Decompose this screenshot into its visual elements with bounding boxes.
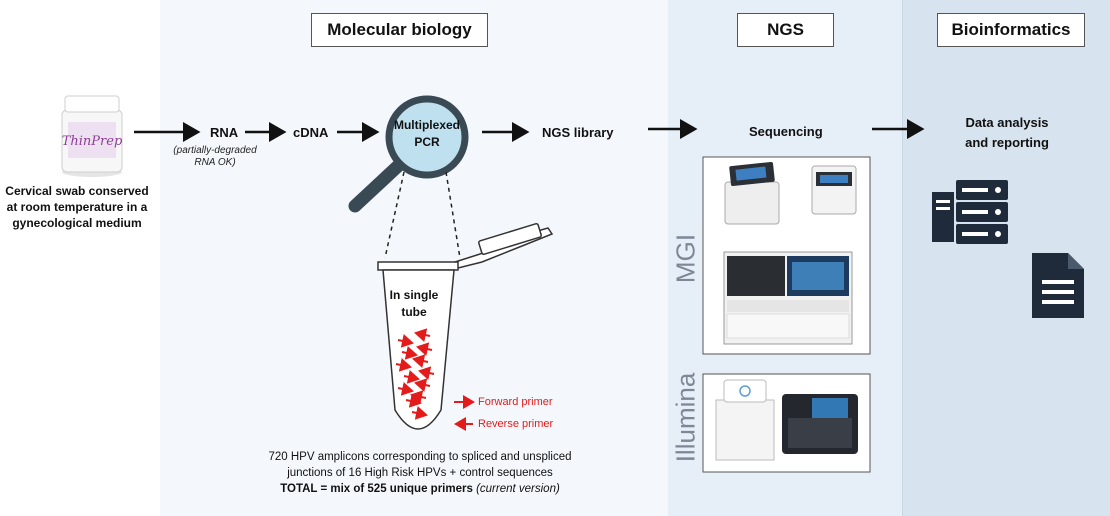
step-rna: RNA <box>210 125 239 140</box>
bottle-brand-text: ThinPrep <box>62 134 123 149</box>
sample-line-1: Cervical swab conserved <box>5 184 149 198</box>
rna-note: (partially-degraded RNA OK) <box>170 145 260 169</box>
pcr-line-1: Multiplexed <box>393 118 460 132</box>
server-icon <box>932 180 1008 244</box>
summary-total: TOTAL = mix of 525 unique primers <box>280 483 473 495</box>
legend-reverse-primer: Reverse primer <box>478 418 554 430</box>
sample-bottle-icon: ThinPrep <box>61 95 123 177</box>
tube-label: In single tube <box>380 287 448 321</box>
sample-line-2: at room temperature in a <box>6 200 148 214</box>
step-data-analysis: Data analysis and reporting <box>944 113 1070 153</box>
header-bioinformatics: Bioinformatics <box>937 13 1085 47</box>
sample-line-3: gynecological medium <box>12 216 142 230</box>
platform-label-mgi: MGI <box>670 233 701 284</box>
illumina-instruments-box <box>702 373 871 473</box>
molecular-biology-band <box>160 0 668 516</box>
primer-arrow <box>414 378 431 392</box>
header-molecular-biology: Molecular biology <box>311 13 488 47</box>
rna-note-line-2: RNA OK) <box>194 157 236 168</box>
step-cdna: cDNA <box>293 125 329 140</box>
zoom-line-left <box>384 171 405 259</box>
summary-version: (current version) <box>476 483 560 495</box>
summary-line-1: 720 HPV amplicons corresponding to splic… <box>268 451 572 463</box>
analysis-line-1: Data analysis <box>965 115 1049 130</box>
step-ngs-library: NGS library <box>542 125 614 140</box>
primer-arrow <box>412 354 429 368</box>
primer-arrow <box>410 390 427 404</box>
rna-note-line-1: (partially-degraded <box>173 145 257 156</box>
primer-arrow <box>411 406 428 420</box>
tube-label-line-1: In single <box>389 288 439 302</box>
primer-arrow <box>395 358 412 372</box>
tube-label-line-2: tube <box>401 305 427 319</box>
zoom-line-right <box>445 171 461 259</box>
header-ngs: NGS <box>737 13 834 47</box>
platform-label-illumina: Illumina <box>670 372 701 463</box>
bioinformatics-band <box>902 0 1110 516</box>
primer-arrow <box>397 334 414 348</box>
primer-arrows <box>395 328 435 420</box>
summary-line-2: junctions of 16 High Risk HPVs + control… <box>287 467 553 479</box>
primer-arrow <box>416 342 433 356</box>
mgi-instruments-box <box>702 156 871 355</box>
document-icon <box>1032 253 1084 318</box>
step-sequencing: Sequencing <box>749 124 823 139</box>
band-divider <box>902 0 903 516</box>
amplicon-summary: 720 HPV amplicons corresponding to splic… <box>220 449 620 497</box>
analysis-line-2: and reporting <box>965 135 1049 150</box>
sample-description: Cervical swab conserved at room temperat… <box>4 183 150 231</box>
primer-arrow <box>397 382 414 396</box>
summary-line-3: TOTAL = mix of 525 unique primers (curre… <box>220 481 620 497</box>
primer-arrow <box>418 366 435 380</box>
step-multiplexed-pcr: Multiplexed PCR <box>382 117 472 151</box>
legend-forward-primer: Forward primer <box>478 396 553 408</box>
magnifier-icon <box>348 95 469 213</box>
primer-arrow <box>414 328 431 342</box>
pcr-line-2: PCR <box>414 135 440 149</box>
